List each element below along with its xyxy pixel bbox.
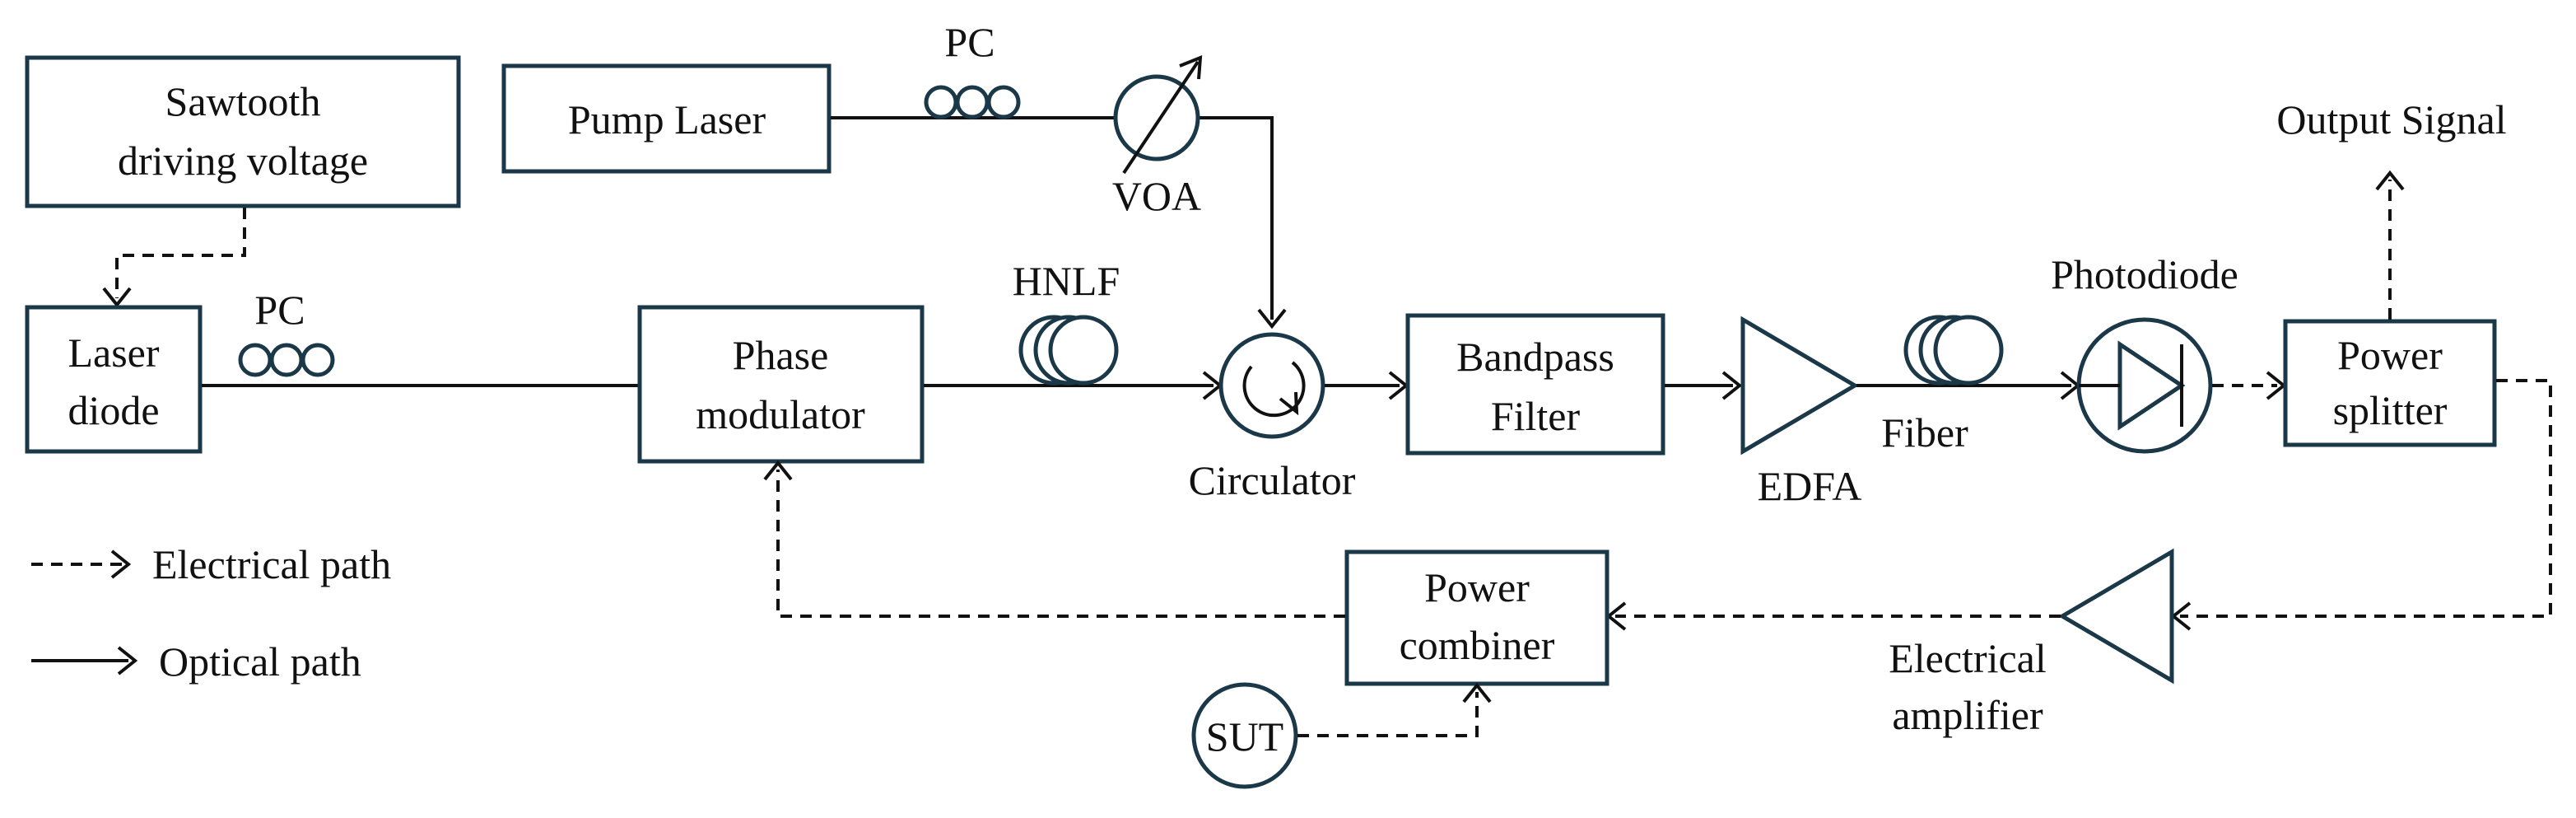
laser-diode-block: Laser diode [25, 305, 203, 454]
bandpass-label-line1: Bandpass [1456, 334, 1614, 380]
polarization-controller-left-icon [238, 343, 335, 377]
sut-label: SUT [1206, 713, 1283, 760]
arrowhead-phase-modulator [763, 460, 793, 481]
edfa-label: EDFA [1758, 463, 1862, 509]
phase-label-line2: modulator [696, 391, 865, 437]
electrical-amplifier-icon [2058, 548, 2174, 685]
bandpass-filter-block: Bandpass Filter [1405, 313, 1665, 456]
power-splitter-block: Power splitter [2283, 319, 2497, 447]
sawtooth-to-laser-electrical-path [115, 208, 246, 298]
fiber-label: Fiber [1881, 409, 1968, 456]
sut-source-icon: SUT [1191, 682, 1298, 789]
legend-optical-label: Optical path [159, 638, 361, 685]
laser-label-line1: Laser [68, 330, 159, 376]
photodiode-icon [2076, 317, 2213, 454]
pump-laser-label: Pump Laser [568, 96, 766, 143]
photodiode-label: Photodiode [2051, 251, 2238, 297]
power-combiner-label-line1: Power [1424, 564, 1530, 610]
circulator-label: Circulator [1189, 457, 1356, 503]
pc-top-label: PC [944, 19, 995, 65]
hnlf-coil-icon [1018, 315, 1119, 386]
laser-label-line2: diode [68, 387, 159, 433]
combiner-to-modulator-electrical-path [776, 470, 1345, 618]
arrowhead-laser-diode [102, 287, 132, 308]
voa-label: VOA [1112, 173, 1201, 219]
bandpass-label-line2: Filter [1491, 393, 1581, 439]
phase-modulator-block: Phase modulator [637, 305, 925, 464]
arrowhead-edfa [1721, 371, 1743, 400]
edfa-amplifier-icon [1740, 316, 1859, 456]
polarization-controller-top-icon [924, 85, 1021, 119]
legend: Electrical path Optical path [31, 541, 391, 685]
elec-amp-label-line1: Electrical [1889, 635, 2047, 681]
output-signal-label: Output Signal [2276, 96, 2506, 143]
pc-left-label: PC [254, 287, 305, 333]
power-combiner-label-line2: combiner [1400, 622, 1555, 668]
legend-electrical-arrowhead [110, 549, 132, 579]
power-splitter-label-line2: splitter [2333, 387, 2448, 433]
sut-to-combiner-electrical-path [1297, 692, 1479, 737]
legend-optical-arrowhead [117, 646, 138, 675]
arrowhead-output-signal [2375, 170, 2405, 191]
legend-electrical-label: Electrical path [152, 541, 391, 587]
sawtooth-label-line1: Sawtooth [165, 78, 321, 124]
circulator-icon [1218, 332, 1325, 439]
splitter-to-amplifier-electrical-path [2180, 379, 2552, 618]
fiber-coil-icon [1903, 315, 2004, 386]
phase-label-line1: Phase [733, 332, 829, 378]
elec-amp-label-line2: amplifier [1892, 692, 2043, 738]
sawtooth-driving-voltage-block: Sawtooth driving voltage [25, 55, 461, 208]
power-combiner-block: Power combiner [1344, 549, 1609, 686]
sawtooth-label-line2: driving voltage [118, 138, 368, 184]
arrowhead-circulator-top [1257, 308, 1287, 330]
arrowhead-power-combiner-bottom [1462, 682, 1492, 703]
hnlf-label: HNLF [1013, 258, 1120, 304]
power-splitter-label-line1: Power [2337, 332, 2443, 378]
voa-icon [1113, 54, 1203, 175]
pump-laser-block: Pump Laser [501, 63, 831, 174]
